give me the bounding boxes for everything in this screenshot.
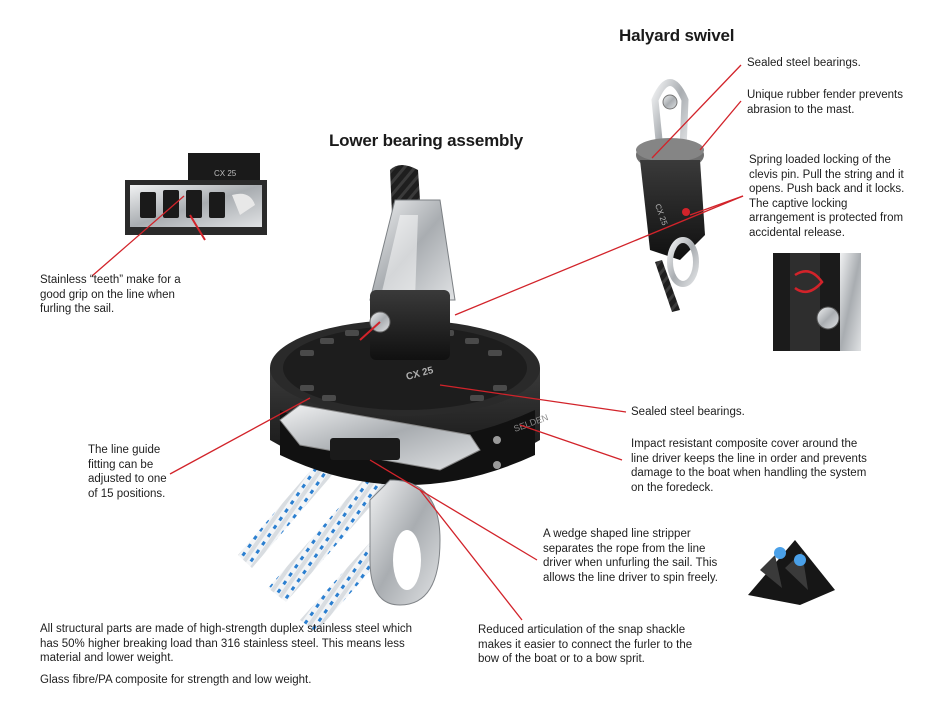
halyard-swivel-image: CX 25	[636, 79, 705, 312]
line-stripper-inset-image	[748, 540, 835, 605]
leader-halyard-bearings	[651, 64, 742, 159]
lower-bearing-assembly-image: SELDEN CX 25	[238, 165, 550, 632]
leader-impact-cover	[519, 424, 623, 461]
leader-stainless-teeth	[91, 195, 185, 277]
callout-halyard-sealed-bearings: Sealed steel bearings.	[747, 57, 861, 69]
teeth-inset-image: CX 25	[125, 153, 267, 241]
leader-line-guide	[169, 397, 311, 475]
callout-rubber-fender: Unique rubber fender prevents abrasion t…	[747, 89, 903, 116]
leader-lines	[91, 64, 744, 621]
locking-inset-image	[773, 253, 861, 351]
callout-glass-fibre: Glass fibre/PA composite for strength an…	[40, 674, 312, 686]
lower-bearing-assembly-title: Lower bearing assembly	[329, 131, 524, 150]
callout-lower-sealed-bearings: Sealed steel bearings.	[631, 406, 745, 418]
leader-wedge-stripper	[369, 459, 538, 561]
callout-line-guide: The line guide fitting can be adjusted t…	[88, 444, 167, 500]
leader-rubber-fender	[699, 100, 742, 151]
drum-slots	[300, 330, 507, 401]
leader-lower-bearings	[439, 384, 627, 413]
callout-impact-cover: Impact resistant composite cover around …	[631, 438, 867, 494]
callout-structural-parts: All structural parts are made of high-st…	[40, 623, 413, 665]
teeth-model-label: CX 25	[214, 169, 237, 178]
callout-wedge-stripper: A wedge shaped line stripper separates t…	[543, 528, 718, 584]
leader-snap-shackle	[419, 489, 523, 621]
callout-spring-locking: Spring loaded locking of the clevis pin.…	[749, 154, 905, 239]
leader-locking-to-drum	[454, 195, 744, 316]
callout-snap-shackle: Reduced articulation of the snap shackle…	[478, 624, 693, 666]
callout-stainless-teeth: Stainless “teeth” make for a good grip o…	[40, 274, 181, 316]
halyard-swivel-title: Halyard swivel	[619, 26, 735, 45]
